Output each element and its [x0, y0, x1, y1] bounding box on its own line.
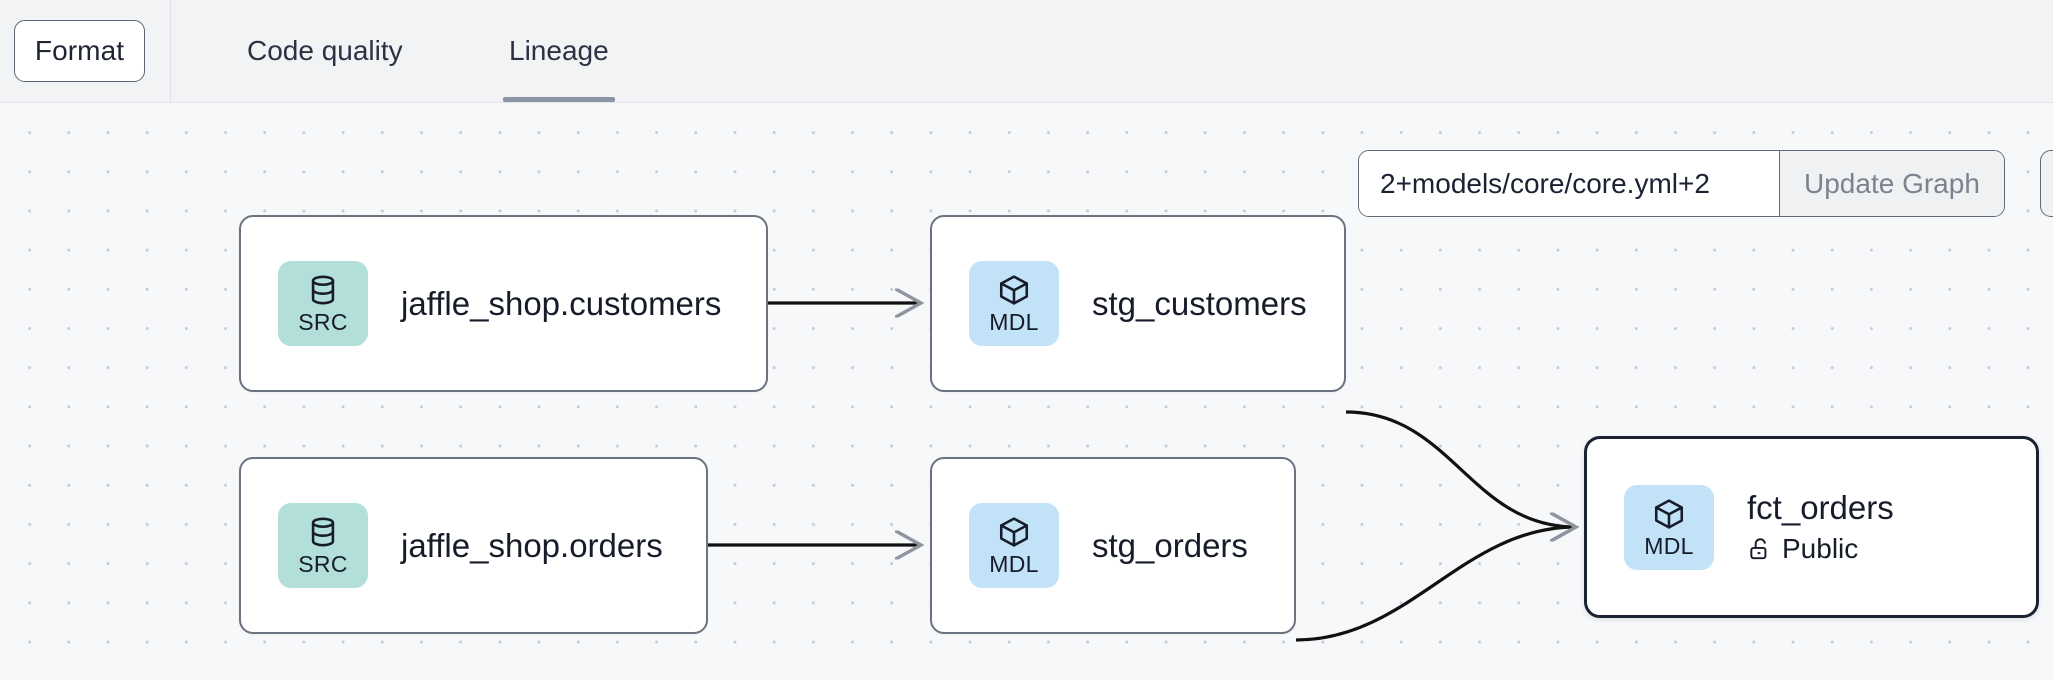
- database-icon: [311, 517, 335, 547]
- node-title: jaffle_shop.customers: [401, 284, 722, 322]
- tab-lineage-label: Lineage: [509, 35, 609, 66]
- graph-selector-input[interactable]: [1359, 151, 1779, 216]
- database-icon: [311, 275, 335, 305]
- lineage-node-stg-customers[interactable]: MDL stg_customers: [930, 215, 1346, 392]
- cube-icon: [999, 517, 1029, 547]
- tab-code-quality[interactable]: Code quality: [233, 0, 417, 102]
- edge-stg-orders-to-fct-orders: [1295, 527, 1576, 642]
- node-title: stg_orders: [1092, 526, 1248, 564]
- tab-underline: [503, 97, 615, 102]
- lineage-node-stg-orders[interactable]: MDL stg_orders: [930, 457, 1296, 634]
- node-access-row: Public: [1747, 533, 1894, 565]
- editor-toolbar: Format Code quality Lineage: [0, 0, 2053, 103]
- node-body: stg_orders: [1092, 527, 1248, 565]
- node-body: jaffle_shop.orders: [401, 527, 663, 565]
- badge-label: MDL: [989, 551, 1039, 577]
- format-button[interactable]: Format: [14, 20, 145, 82]
- badge-label: MDL: [1644, 532, 1694, 559]
- lineage-node-jaffle-shop-orders[interactable]: SRC jaffle_shop.orders: [239, 457, 708, 634]
- badge-label: MDL: [989, 309, 1039, 335]
- model-badge: MDL: [969, 503, 1059, 588]
- node-body: stg_customers: [1092, 285, 1307, 323]
- cube-icon: [999, 275, 1029, 305]
- toolbar-left-section: Format: [0, 0, 171, 102]
- node-title: fct_orders: [1747, 489, 1894, 527]
- graph-controls: Update Graph: [1358, 150, 2005, 217]
- tab-code-quality-label: Code quality: [247, 35, 403, 66]
- badge-label: SRC: [298, 551, 348, 577]
- lineage-node-jaffle-shop-customers[interactable]: SRC jaffle_shop.customers: [239, 215, 768, 392]
- graph-options-button[interactable]: [2040, 150, 2053, 217]
- update-graph-button[interactable]: Update Graph: [1779, 151, 2004, 216]
- tab-lineage[interactable]: Lineage: [495, 0, 623, 102]
- cube-icon: [1654, 498, 1684, 529]
- source-badge: SRC: [278, 261, 368, 346]
- model-badge: MDL: [1624, 484, 1714, 570]
- badge-label: SRC: [298, 309, 348, 335]
- source-badge: SRC: [278, 503, 368, 588]
- node-body: jaffle_shop.customers: [401, 285, 721, 323]
- lineage-node-fct-orders[interactable]: MDL fct_orders Public: [1584, 436, 2039, 618]
- node-title: stg_customers: [1092, 284, 1307, 322]
- edge-stg-customers-to-fct-orders: [1345, 410, 1576, 527]
- model-badge: MDL: [969, 261, 1059, 346]
- unlock-icon: [1750, 538, 1767, 560]
- lineage-canvas[interactable]: SRC jaffle_shop.customers SRC jaffle_sho…: [0, 103, 2053, 680]
- node-body: fct_orders Public: [1747, 489, 1894, 565]
- node-access-label: Public: [1782, 532, 1859, 564]
- node-title: jaffle_shop.orders: [401, 526, 663, 564]
